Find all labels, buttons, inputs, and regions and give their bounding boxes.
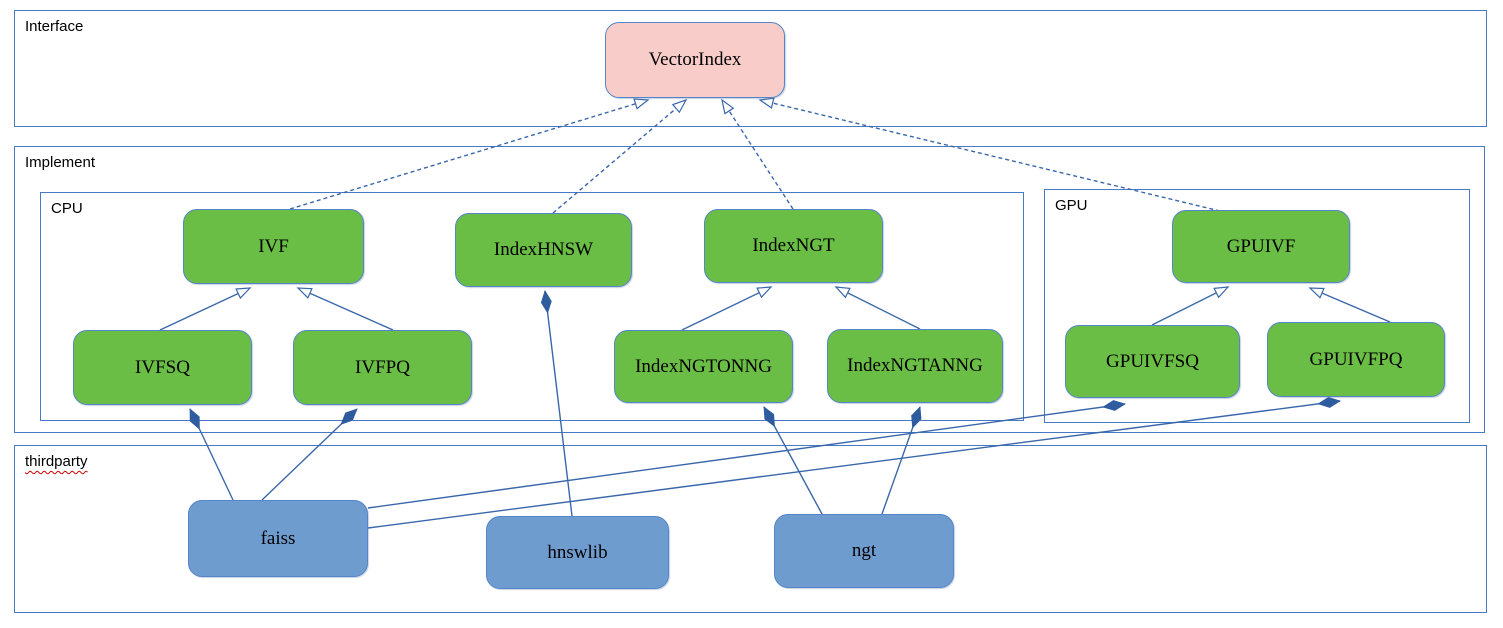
node-hnswlib-label: hnswlib	[547, 541, 608, 563]
node-ivfsq-label: IVFSQ	[135, 356, 190, 378]
node-vectorindex[interactable]: VectorIndex	[605, 22, 785, 98]
container-thirdparty-label: thirdparty	[25, 453, 88, 470]
node-ngt-label: ngt	[851, 540, 877, 561]
node-ivf[interactable]: IVF	[183, 209, 364, 284]
node-indexngtanng-label: IndexNGTANNG	[847, 355, 983, 376]
node-faiss[interactable]: faiss	[188, 500, 368, 577]
node-gpuivfpq-label: GPUIVFPQ	[1309, 348, 1403, 370]
node-indexngt-label: IndexNGT	[752, 235, 835, 256]
container-gpu-label: GPU	[1055, 197, 1088, 214]
node-hnswlib[interactable]: hnswlib	[486, 516, 669, 589]
node-gpuivfsq-label: GPUIVFSQ	[1106, 350, 1199, 372]
node-indexhnsw[interactable]: IndexHNSW	[455, 213, 632, 287]
node-ngt[interactable]: ngt	[774, 514, 954, 588]
node-indexhnsw-label: IndexHNSW	[493, 239, 594, 260]
node-gpuivfsq[interactable]: GPUIVFSQ	[1065, 325, 1240, 398]
container-cpu-label: CPU	[51, 200, 83, 217]
node-indexngtonng-label: IndexNGTONNG	[635, 355, 772, 377]
node-ivf-label: IVF	[258, 235, 289, 257]
node-indexngt[interactable]: IndexNGT	[704, 209, 883, 283]
node-indexngtanng[interactable]: IndexNGTANNG	[827, 329, 1003, 403]
node-gpuivf[interactable]: GPUIVF	[1172, 210, 1350, 283]
container-implement-label: Implement	[25, 154, 96, 171]
node-ivfpq[interactable]: IVFPQ	[293, 330, 472, 405]
node-ivfsq[interactable]: IVFSQ	[73, 330, 252, 405]
node-indexngtonng[interactable]: IndexNGTONNG	[614, 330, 793, 403]
node-gpuivf-label: GPUIVF	[1226, 235, 1296, 257]
node-vectorindex-label: VectorIndex	[648, 49, 742, 70]
node-faiss-label: faiss	[260, 527, 296, 549]
node-gpuivfpq[interactable]: GPUIVFPQ	[1267, 322, 1445, 397]
container-interface-label: Interface	[25, 18, 84, 35]
node-ivfpq-label: IVFPQ	[355, 356, 410, 378]
